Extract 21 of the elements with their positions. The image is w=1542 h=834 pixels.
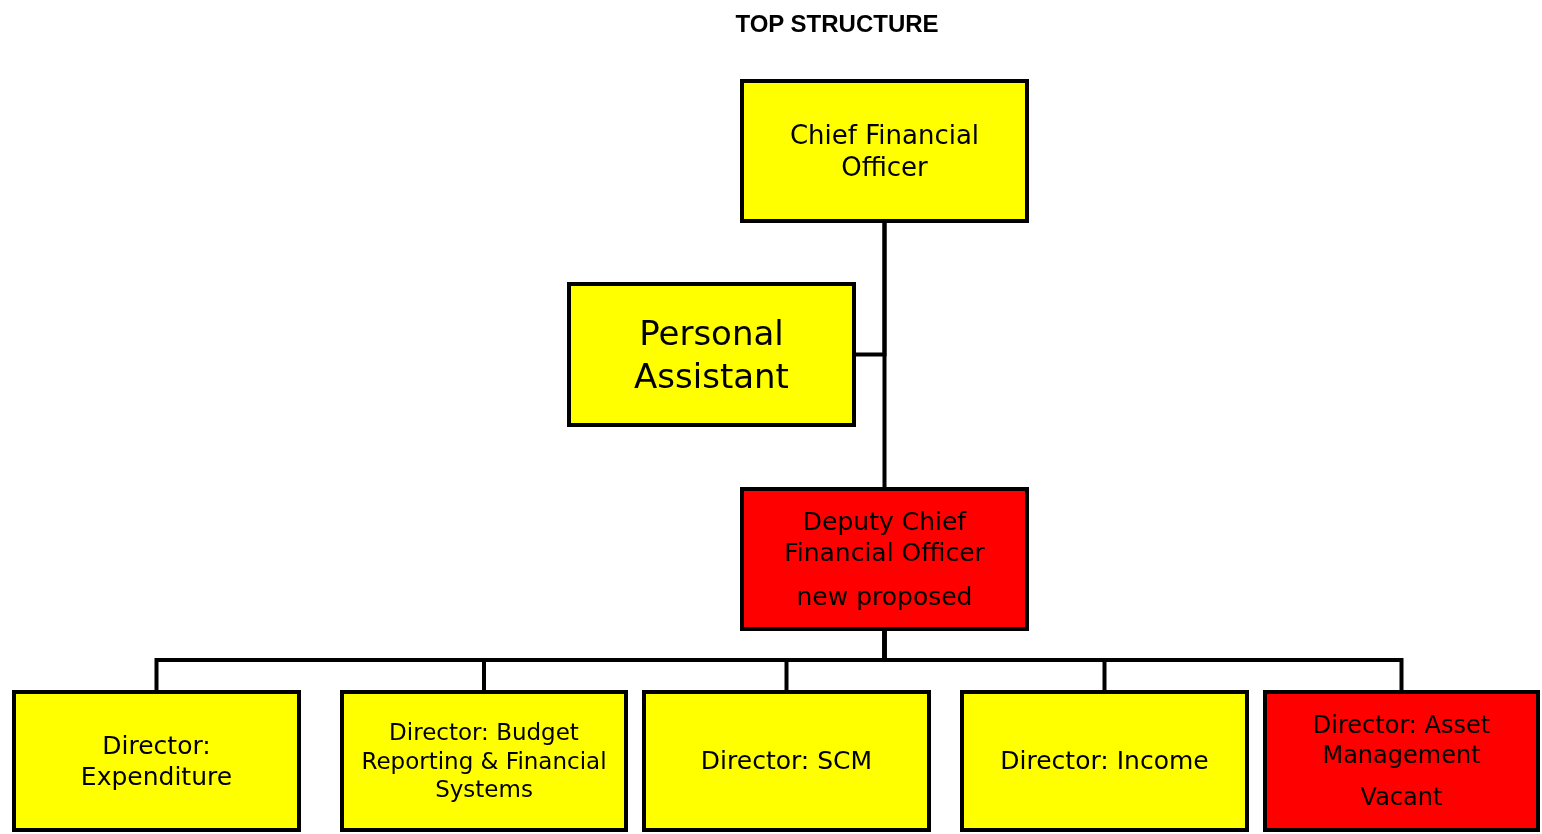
connector-line xyxy=(882,631,1404,690)
org-box xyxy=(740,79,1029,223)
role-title: Director: Expenditure xyxy=(79,729,234,793)
org-box xyxy=(567,282,856,427)
org-box xyxy=(12,690,301,832)
role-title: Personal Assistant xyxy=(633,312,790,397)
role-title: Director: SCM xyxy=(700,745,873,777)
diagram-title: TOP STRUCTURE xyxy=(734,9,940,39)
org-box xyxy=(340,690,628,832)
org-box xyxy=(740,487,1029,631)
role-title: new proposed xyxy=(796,580,973,612)
role-title: Director: Income xyxy=(1000,745,1209,777)
role-title: Vacant xyxy=(1360,782,1443,812)
role-title: Director: Asset Management xyxy=(1311,710,1492,770)
org-box xyxy=(642,690,931,832)
role-title: Chief Financial Officer xyxy=(788,118,981,184)
org-box xyxy=(1263,690,1540,832)
role-title: Deputy Chief Financial Officer xyxy=(783,506,986,569)
connector-line xyxy=(856,223,887,357)
role-title: Director: Budget Reporting & Financial Systems xyxy=(360,717,608,805)
org-box xyxy=(960,690,1249,832)
